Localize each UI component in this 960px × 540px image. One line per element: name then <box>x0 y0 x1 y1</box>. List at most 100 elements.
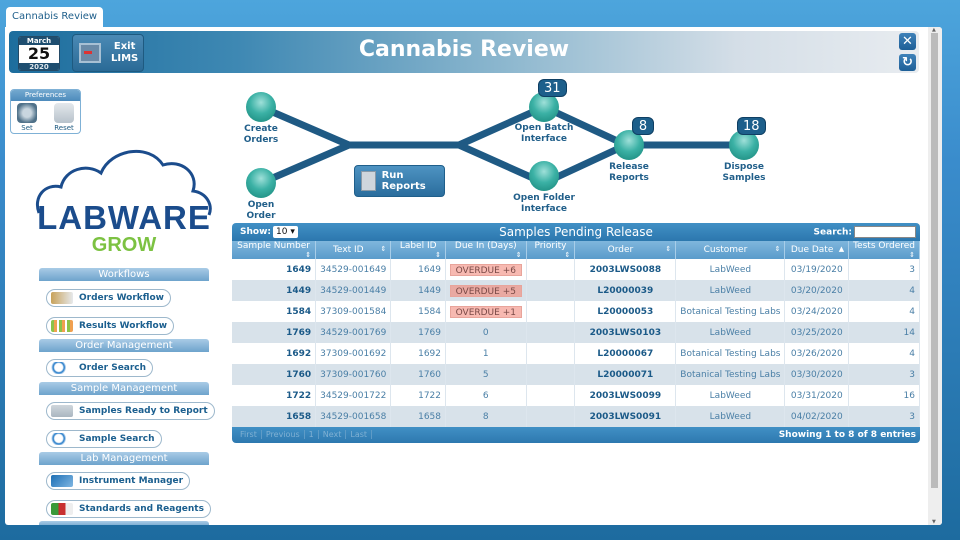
sample-search-button[interactable]: Sample Search <box>46 430 162 448</box>
table-cell: L20000067 <box>574 343 677 364</box>
exit-label: Exit <box>113 41 136 52</box>
table-cell: 03/19/2020 <box>784 259 850 280</box>
show-entries: Show:10 ▾ <box>240 226 298 238</box>
reset-preferences-button[interactable]: Reset <box>51 103 77 132</box>
scroll-up-arrow-icon[interactable]: ▲ <box>932 27 936 33</box>
pager-next[interactable]: Next <box>318 430 347 439</box>
calendar-year: 2020 <box>19 63 59 70</box>
table-cell: 03/26/2020 <box>784 343 850 364</box>
vertical-scrollbar[interactable]: ▲ ▼ <box>928 27 942 525</box>
results-workflow-button[interactable]: Results Workflow <box>46 317 175 335</box>
column-header[interactable]: Tests Ordered⇕ <box>848 241 920 259</box>
sort-icon[interactable]: ⇕ <box>665 245 672 253</box>
section-workflows: Workflows <box>39 268 209 281</box>
scroll-down-arrow-icon[interactable]: ▼ <box>932 519 936 525</box>
pager-1[interactable]: 1 <box>304 430 319 439</box>
instrument-manager-button[interactable]: Instrument Manager <box>46 472 191 490</box>
results-workflow-icon <box>51 320 73 332</box>
table-cell: 2003LWS0088 <box>574 259 677 280</box>
calendar-date: March 25 2020 <box>18 36 60 71</box>
table-cell: 34529-001658 <box>315 406 392 427</box>
pager-previous[interactable]: Previous <box>261 430 305 439</box>
page-title: Cannabis Review <box>358 37 570 62</box>
table-cell <box>526 385 576 406</box>
section-lab-management: Lab Management <box>39 452 209 465</box>
sort-icon[interactable]: ▲ <box>838 245 845 253</box>
create-orders-node[interactable] <box>246 92 276 122</box>
column-header[interactable]: Due In (Days)⇕ <box>445 241 527 259</box>
open-batch-count-badge: 31 <box>538 79 567 97</box>
sort-icon[interactable]: ⇕ <box>515 251 522 259</box>
column-header[interactable]: Text ID⇕ <box>315 241 392 259</box>
table-cell: 4 <box>848 343 920 364</box>
open-order-node[interactable] <box>246 168 276 198</box>
column-header[interactable]: Priority⇕ <box>526 241 576 259</box>
table-cell: 16 <box>848 385 920 406</box>
cloud-icon <box>36 149 212 216</box>
column-header[interactable]: Customer⇕ <box>675 241 786 259</box>
release-reports-node[interactable] <box>614 130 644 160</box>
orders-workflow-button[interactable]: Orders Workflow <box>46 289 171 307</box>
report-icon <box>51 405 73 417</box>
scrollbar-thumb[interactable] <box>931 33 938 488</box>
column-header[interactable]: Due Date▲ <box>784 241 850 259</box>
column-header[interactable]: Label ID⇕ <box>390 241 446 259</box>
pager-last[interactable]: Last <box>346 430 373 439</box>
sort-icon[interactable]: ⇕ <box>909 251 915 259</box>
search-area: Search: <box>814 226 916 238</box>
instrument-manager-label: Instrument Manager <box>79 476 184 486</box>
pager-first[interactable]: First <box>236 430 262 439</box>
table-cell: 1692 <box>390 343 446 364</box>
magnifier-icon <box>51 362 73 374</box>
refresh-icon[interactable]: ↻ <box>899 54 916 71</box>
table-cell: 5 <box>445 364 527 385</box>
calendar-day: 25 <box>19 45 59 63</box>
table-cell: Botanical Testing Labs <box>675 364 786 385</box>
exit-door-icon <box>79 43 101 63</box>
table-cell: 03/30/2020 <box>784 364 850 385</box>
open-batch-interface-node[interactable] <box>529 92 559 122</box>
table-cell: 14 <box>848 322 920 343</box>
open-folder-interface-node[interactable] <box>529 161 559 191</box>
instrument-icon <box>51 475 73 487</box>
table-title: Samples Pending Release <box>499 225 653 239</box>
search-input[interactable] <box>854 226 916 238</box>
table-cell <box>526 322 576 343</box>
entries-info: Showing 1 to 8 of 8 entries <box>778 430 916 440</box>
column-header[interactable]: Sample Number⇕ <box>232 241 317 259</box>
column-header[interactable]: Order⇕ <box>574 241 677 259</box>
run-reports-button[interactable]: Run Reports <box>354 165 445 197</box>
show-entries-select[interactable]: 10 ▾ <box>273 226 298 238</box>
dispose-samples-node[interactable] <box>729 130 759 160</box>
sort-icon[interactable]: ⇕ <box>305 251 312 259</box>
samples-ready-to-report-button[interactable]: Samples Ready to Report <box>46 402 215 420</box>
logo-brand: LABWARE <box>37 199 211 236</box>
results-workflow-label: Results Workflow <box>79 321 168 331</box>
sort-icon[interactable]: ⇕ <box>435 251 441 259</box>
magnifier-icon <box>51 433 73 445</box>
order-search-button[interactable]: Order Search <box>46 359 154 377</box>
table-cell: 1449 <box>390 280 446 301</box>
sort-icon[interactable]: ⇕ <box>774 245 781 253</box>
standards-and-reagents-button[interactable]: Standards and Reagents <box>46 500 211 518</box>
tab-cannabis-review[interactable]: Cannabis Review <box>6 7 104 27</box>
sort-icon[interactable]: ⇕ <box>564 251 571 259</box>
sort-icon[interactable]: ⇕ <box>380 245 387 253</box>
table-cell: 3 <box>848 364 920 385</box>
set-preferences-button[interactable]: Set <box>14 103 40 132</box>
close-icon[interactable]: ✕ <box>899 33 916 50</box>
